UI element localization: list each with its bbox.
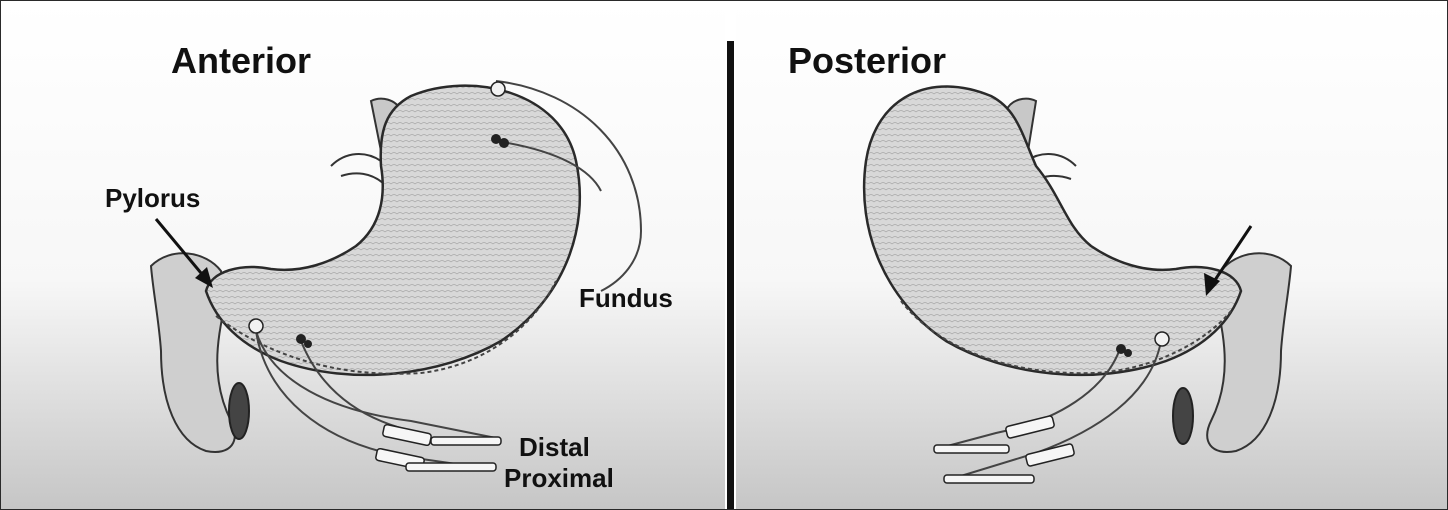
panel-title: Anterior xyxy=(171,43,311,79)
posterior-panel: Posterior xyxy=(736,1,1447,509)
duodenum-opening xyxy=(1173,388,1193,444)
anterior-panel: Anterior Pylorus Fundus Distal Proximal xyxy=(1,1,725,509)
panel-title: Posterior xyxy=(788,43,946,79)
panel-divider xyxy=(727,41,734,510)
proximal-label: Proximal xyxy=(504,465,614,491)
fundus-label: Fundus xyxy=(579,285,673,311)
distal-label: Distal xyxy=(519,434,590,460)
anterior-stomach-illustration xyxy=(1,1,725,509)
duodenum-opening xyxy=(229,383,249,439)
pylorus-label: Pylorus xyxy=(105,185,200,211)
